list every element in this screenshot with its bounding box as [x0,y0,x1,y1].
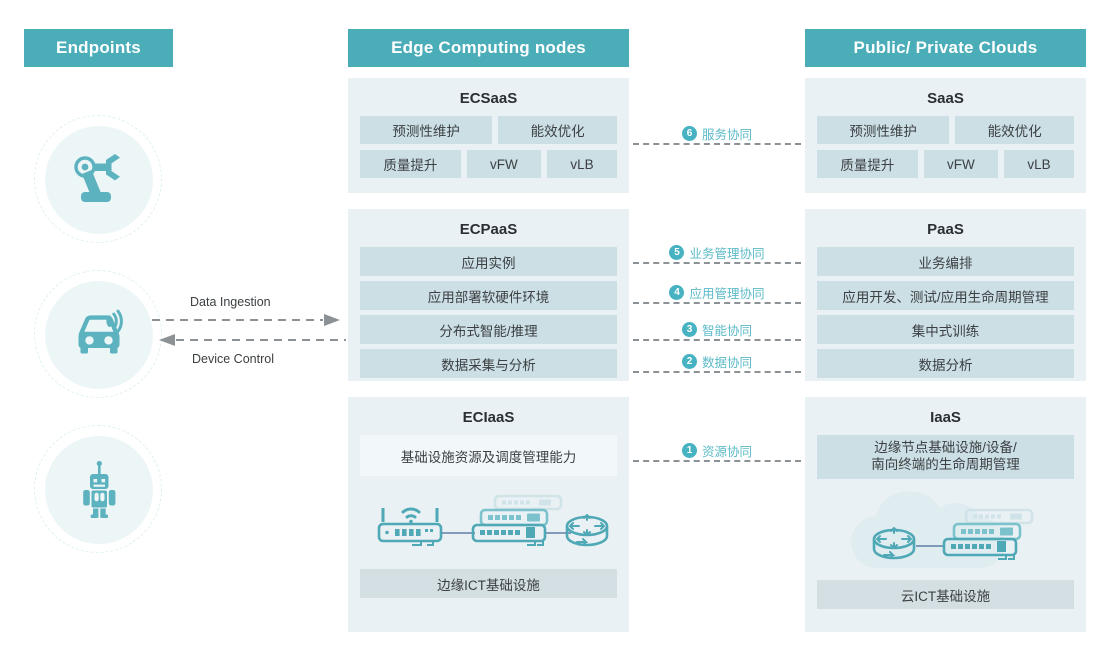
connector-dashed-line [633,371,801,373]
connector-label: 6 服务协同 [633,124,801,143]
connector-intelligence-collaboration: 3 智能协同 [633,320,801,341]
connector-text-4: 应用管理协同 [689,287,765,301]
cloud-icon [850,491,1005,569]
cloud-network-icons [817,484,1074,580]
connector-text-5: 业务管理协同 [689,247,765,261]
bar-ecpaas-deploy-env[interactable]: 应用部署软硬件环境 [360,281,617,310]
column-header-edge: Edge Computing nodes [348,29,629,67]
connector-dashed-line [633,339,801,341]
column-header-endpoints-label: Endpoints [56,38,141,57]
bar-iaas-lifecycle-line2: 南向终端的生命周期管理 [871,457,1020,472]
panel-saas: SaaS 预测性维护 能效优化 质量提升 vFW vLB [805,78,1086,193]
endpoint-robot [34,425,162,553]
connector-dashed-line [633,460,801,462]
dashed-ring-decoration [34,425,162,553]
chip-ecsaas-predictive-maintenance[interactable]: 预测性维护 [360,116,493,144]
chip-row: 预测性维护 能效优化 [817,116,1074,144]
bar-eciaas-footer[interactable]: 边缘ICT基础设施 [360,569,617,598]
connector-text-2: 数据协同 [701,356,752,370]
bar-ecpaas-data-collection[interactable]: 数据采集与分析 [360,349,617,378]
connector-label: 5 业务管理协同 [633,243,801,262]
dashed-ring-decoration [34,270,162,398]
connector-badge-1: 1 [681,443,697,458]
connector-badge-5: 5 [669,245,685,260]
bar-iaas-lifecycle-mgmt[interactable]: 边缘节点基础设施/设备/ 南向终端的生命周期管理 [817,435,1074,479]
connector-text-3: 智能协同 [701,324,752,338]
chip-saas-predictive-maintenance[interactable]: 预测性维护 [817,116,950,144]
panel-title-ecpaas: ECPaaS [459,221,518,238]
endpoint-connected-car [34,270,162,398]
connector-label: 2 数据协同 [633,352,801,371]
panel-title-paas: PaaS [927,221,964,238]
bar-ecpaas-app-instance[interactable]: 应用实例 [360,247,617,276]
chip-row: 质量提升 vFW vLB [817,150,1074,178]
panel-title-ecsaas: ECSaaS [459,90,518,107]
connector-label: 4 应用管理协同 [633,283,801,302]
column-header-edge-label: Edge Computing nodes [391,38,586,57]
connector-resource-collaboration: 1 资源协同 [633,441,801,462]
flow-label-device-control: Device Control [192,352,274,366]
bar-paas-central-training[interactable]: 集中式训练 [817,315,1074,344]
panel-eciaas: ECIaaS 基础设施资源及调度管理能力 [348,397,629,632]
connector-data-collaboration: 2 数据协同 [633,352,801,373]
connector-application-management-collaboration: 4 应用管理协同 [633,283,801,304]
connector-label: 1 资源协同 [633,441,801,460]
flow-label-data-ingestion: Data Ingestion [190,295,271,309]
connector-text-1: 资源协同 [701,445,752,459]
panel-ecsaas: ECSaaS 预测性维护 能效优化 质量提升 vFW vLB [348,78,629,193]
connector-dashed-line [633,262,801,264]
connector-badge-2: 2 [681,354,697,369]
panel-paas: PaaS 业务编排 应用开发、测试/应用生命周期管理 集中式训练 数据分析 [805,209,1086,381]
panel-title-saas: SaaS [927,90,964,107]
chip-saas-vfw[interactable]: vFW [923,150,999,178]
panel-iaas: IaaS 边缘节点基础设施/设备/ 南向终端的生命周期管理 [805,397,1086,632]
bar-paas-orchestration[interactable]: 业务编排 [817,247,1074,276]
edge-network-icons [360,481,617,563]
chip-ecsaas-vlb[interactable]: vLB [547,150,617,178]
connector-badge-3: 3 [681,322,697,337]
endpoint-robot-arm [34,115,162,243]
cloud-infra-icons [850,491,1033,569]
chip-ecsaas-vfw[interactable]: vFW [466,150,542,178]
column-header-cloud-label: Public/ Private Clouds [853,38,1038,57]
bar-eciaas-resource-mgmt[interactable]: 基础设施资源及调度管理能力 [360,435,617,476]
chip-ecsaas-energy-optimization[interactable]: 能效优化 [498,116,617,144]
connector-badge-4: 4 [669,285,685,300]
bar-ecpaas-distributed-ai[interactable]: 分布式智能/推理 [360,315,617,344]
connector-dashed-line [633,302,801,304]
bar-iaas-lifecycle-line1: 边缘节点基础设施/设备/ [874,440,1017,456]
connector-label: 3 智能协同 [633,320,801,339]
connector-service-management-collaboration: 5 业务管理协同 [633,243,801,264]
connector-text-6: 服务协同 [701,128,752,142]
connector-badge-6: 6 [681,126,697,141]
chip-row: 质量提升 vFW vLB [360,150,617,178]
bar-iaas-footer[interactable]: 云ICT基础设施 [817,580,1074,609]
chip-saas-vlb[interactable]: vLB [1004,150,1074,178]
panel-title-eciaas: ECIaaS [462,409,515,426]
panel-title-iaas: IaaS [930,409,961,426]
bar-paas-app-lifecycle[interactable]: 应用开发、测试/应用生命周期管理 [817,281,1074,310]
connector-service-collaboration: 6 服务协同 [633,124,801,145]
column-header-endpoints: Endpoints [24,29,173,67]
column-header-cloud: Public/ Private Clouds [805,29,1086,67]
dashed-ring-decoration [34,115,162,243]
chip-row: 预测性维护 能效优化 [360,116,617,144]
bar-paas-data-analysis[interactable]: 数据分析 [817,349,1074,378]
flow-arrows [152,314,346,346]
panel-ecpaas: ECPaaS 应用实例 应用部署软硬件环境 分布式智能/推理 数据采集与分析 [348,209,629,381]
chip-saas-quality[interactable]: 质量提升 [817,150,918,178]
connector-dashed-line [633,143,801,145]
edge-infra-icons [377,494,608,547]
chip-saas-energy-optimization[interactable]: 能效优化 [955,116,1074,144]
chip-ecsaas-quality[interactable]: 质量提升 [360,150,461,178]
